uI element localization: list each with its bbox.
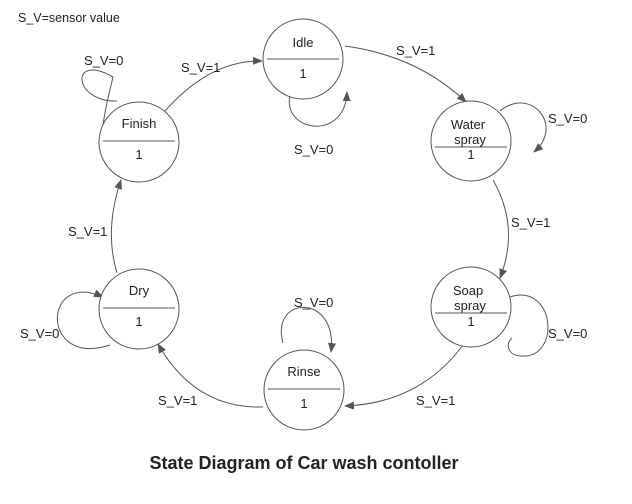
state-name: Finish xyxy=(122,116,157,131)
label-finish-self-loop: S_V=0 xyxy=(84,53,123,68)
label-rinse-self-loop: S_V=0 xyxy=(294,295,333,310)
edge-finish-to-idle xyxy=(164,56,263,112)
state-output: 1 xyxy=(467,147,474,162)
edge-water-spray-to-soap-spray xyxy=(492,179,509,279)
loop-dry xyxy=(56,289,111,349)
state-name-line-2: spray xyxy=(454,132,486,147)
label-soap-spray-self-loop: S_V=0 xyxy=(548,326,587,341)
state-water-spray: Water spray 1 xyxy=(430,100,512,182)
loop-finish xyxy=(81,69,118,128)
loop-rinse xyxy=(280,306,337,353)
diagram-title: State Diagram of Car wash contoller xyxy=(149,453,458,473)
label-water-spray-self-loop: S_V=0 xyxy=(548,111,587,126)
state-output: 1 xyxy=(135,314,142,329)
legend-text: S_V=sensor value xyxy=(18,11,120,25)
state-dry: Dry 1 xyxy=(98,268,180,350)
loop-water-spray xyxy=(499,102,547,153)
edge-dry-to-finish xyxy=(110,179,122,274)
label-dry-to-finish: S_V=1 xyxy=(68,224,107,239)
transition-labels: S_V=1 S_V=1 S_V=1 S_V=1 S_V=1 S_V=1 S_V=… xyxy=(20,43,587,408)
state-output: 1 xyxy=(300,396,307,411)
label-rinse-to-dry: S_V=1 xyxy=(158,393,197,408)
label-dry-self-loop: S_V=0 xyxy=(20,326,59,341)
state-name: Rinse xyxy=(287,364,320,379)
label-idle-to-water-spray: S_V=1 xyxy=(396,43,435,58)
state-idle: Idle 1 xyxy=(262,18,344,100)
label-soap-spray-to-rinse: S_V=1 xyxy=(416,393,455,408)
loop-idle xyxy=(289,89,351,127)
state-name-line-2: spray xyxy=(454,298,486,313)
state-name-line-1: Soap xyxy=(453,283,483,298)
state-output: 1 xyxy=(467,314,474,329)
label-idle-self-loop: S_V=0 xyxy=(294,142,333,157)
label-water-spray-to-soap-spray: S_V=1 xyxy=(511,215,550,230)
state-rinse: Rinse 1 xyxy=(263,349,345,431)
label-finish-to-idle: S_V=1 xyxy=(181,60,220,75)
loop-soap-spray xyxy=(507,294,549,357)
state-name: Dry xyxy=(129,283,150,298)
state-finish: Finish 1 xyxy=(98,101,180,183)
state-name-line-1: Water xyxy=(451,117,486,132)
edge-rinse-to-dry xyxy=(157,343,264,408)
edge-idle-to-water-spray xyxy=(344,45,467,103)
state-soap-spray: Soap spray 1 xyxy=(430,266,512,348)
edge-soap-spray-to-rinse xyxy=(344,344,464,410)
transitions xyxy=(56,45,549,410)
state-output: 1 xyxy=(299,66,306,81)
state-name: Idle xyxy=(293,35,314,50)
state-output: 1 xyxy=(135,147,142,162)
